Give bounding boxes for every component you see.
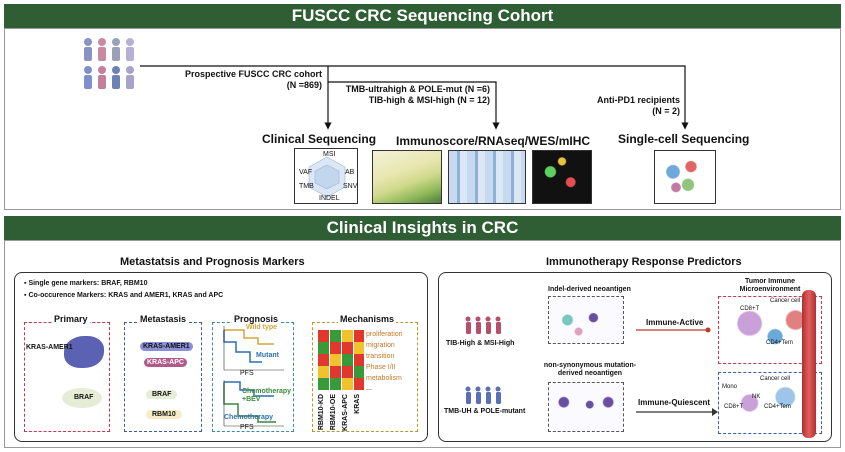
left-panel-title: Metastatsis and Prognosis Markers [120, 256, 305, 268]
radar-box: MSI VAF AB TMB SNV INDEL [294, 148, 358, 204]
tib-people-icon [465, 316, 501, 334]
mech-term-2: transition [366, 353, 395, 360]
nonsyn-neoantigen-label: non-synonymous mutation- derived neoanti… [543, 362, 637, 377]
pd1-branch-label: Anti-PD1 recipients (N = 2) [596, 95, 680, 116]
metastasis-label: Metastasis [138, 314, 189, 324]
radar-label-tmb: TMB [299, 183, 314, 190]
legend-single: ▪ Single gene markers: BRAF, RBM10 [24, 280, 148, 287]
bottom-banner: Clinical Insights in CRC [4, 216, 841, 240]
radar-label-vaf: VAF [299, 169, 313, 176]
chemo-label: Chemotherapy [224, 414, 274, 421]
indel-neoantigen-box [548, 296, 624, 344]
pfs-label-2: PFS [240, 424, 254, 431]
left-panel-frame [14, 272, 428, 442]
mech-term-1: migration [366, 342, 395, 349]
cd8-label: CD8+T [740, 306, 760, 312]
met-kras-apc: KRAS-APC [144, 358, 187, 367]
cohort-flow-lines [140, 65, 689, 130]
primary-braf: BRAF [74, 394, 94, 401]
primary-braf-blob [62, 388, 102, 408]
mechanisms-label: Mechanisms [338, 314, 397, 324]
mihc-image [532, 150, 592, 204]
radar-chart-icon [308, 156, 346, 198]
mech-term-3: Phase I/II [366, 364, 396, 371]
immune-active-label: Immune-Active [646, 318, 704, 327]
blood-vessel [802, 290, 816, 438]
mono-label: Mono [722, 384, 738, 390]
nonsyn-neoantigen-box [548, 382, 624, 432]
immuno-label: Immunoscore/RNAseq/WES/mIHC [396, 134, 591, 148]
cd4-label-active: CD4+Tem [766, 340, 793, 346]
radar-label-indel: INDEL [319, 195, 340, 202]
radar-label-snv: SNV [343, 183, 358, 190]
met-kras-amer1: KRAS-AMER1 [140, 342, 193, 351]
radar-label-ab: AB [345, 169, 355, 176]
people-group-icon [84, 38, 134, 89]
tme-label: Tumor Immune Microenvironment [739, 278, 801, 293]
tissue-image [372, 150, 442, 204]
prognosis-label: Prognosis [232, 314, 281, 324]
top-panel [4, 28, 841, 210]
mech-term-4: metabolism [366, 375, 402, 382]
cd8-label-quiescent: CD8+T [724, 404, 744, 410]
cd4-label-quiescent: CD4+Tem [764, 404, 791, 410]
indel-neoantigen-label: Indel-derived neoantigen [548, 286, 631, 293]
legend-cooccur: ▪ Co-occurence Markers: KRAS and AMER1, … [24, 292, 224, 299]
right-panel-title: Immunotherapy Response Predictors [546, 256, 742, 268]
km-curves [223, 326, 284, 427]
primary-kras-amer1: KRAS-AMER1 [26, 344, 73, 351]
tib-group-label: TIB-High & MSI-High [446, 340, 515, 347]
cohort-label: Prospective FUSCC CRC cohort (N =869) [184, 69, 322, 90]
primary-label: Primary [52, 314, 90, 324]
mech-term-0: proliferation [366, 331, 403, 338]
chemo-bev-label: Chemotherapy +BEV [242, 388, 292, 403]
immune-quiescent-label: Immune-Quiescent [638, 398, 711, 407]
tmb-group-label: TMB-UH & POLE-mutant [444, 408, 526, 415]
met-braf: BRAF [146, 390, 178, 399]
mechanism-heatmap [318, 330, 364, 390]
tmb-branch-label: TMB-ultrahigh & POLE-mut (N =6) TIB-high… [345, 84, 490, 105]
primary-tumor-blob [64, 336, 104, 368]
right-panel-frame [438, 272, 832, 442]
top-banner: FUSCC CRC Sequencing Cohort [4, 4, 841, 28]
heatmap-image [448, 150, 526, 204]
umap-image [654, 150, 716, 204]
cancer-cell-label-active: Cancer cell [770, 298, 801, 304]
singlecell-label: Single-cell Sequencing [618, 132, 750, 146]
cancer-cell-label-quiescent: Cancer cell [760, 376, 791, 382]
met-rbm10: RBM10 [146, 410, 182, 419]
clinical-seq-label: Clinical Sequencing [262, 132, 377, 146]
mutant-label: Mutant [256, 352, 279, 359]
radar-label-msi: MSI [323, 151, 336, 158]
bottom-panel [4, 240, 841, 448]
nk-label: NK [752, 394, 761, 400]
pfs-label-1: PFS [240, 370, 254, 377]
wild-type-label: Wild type [246, 324, 278, 331]
mech-term-5: ... [366, 385, 372, 392]
tmb-people-icon [465, 386, 501, 404]
